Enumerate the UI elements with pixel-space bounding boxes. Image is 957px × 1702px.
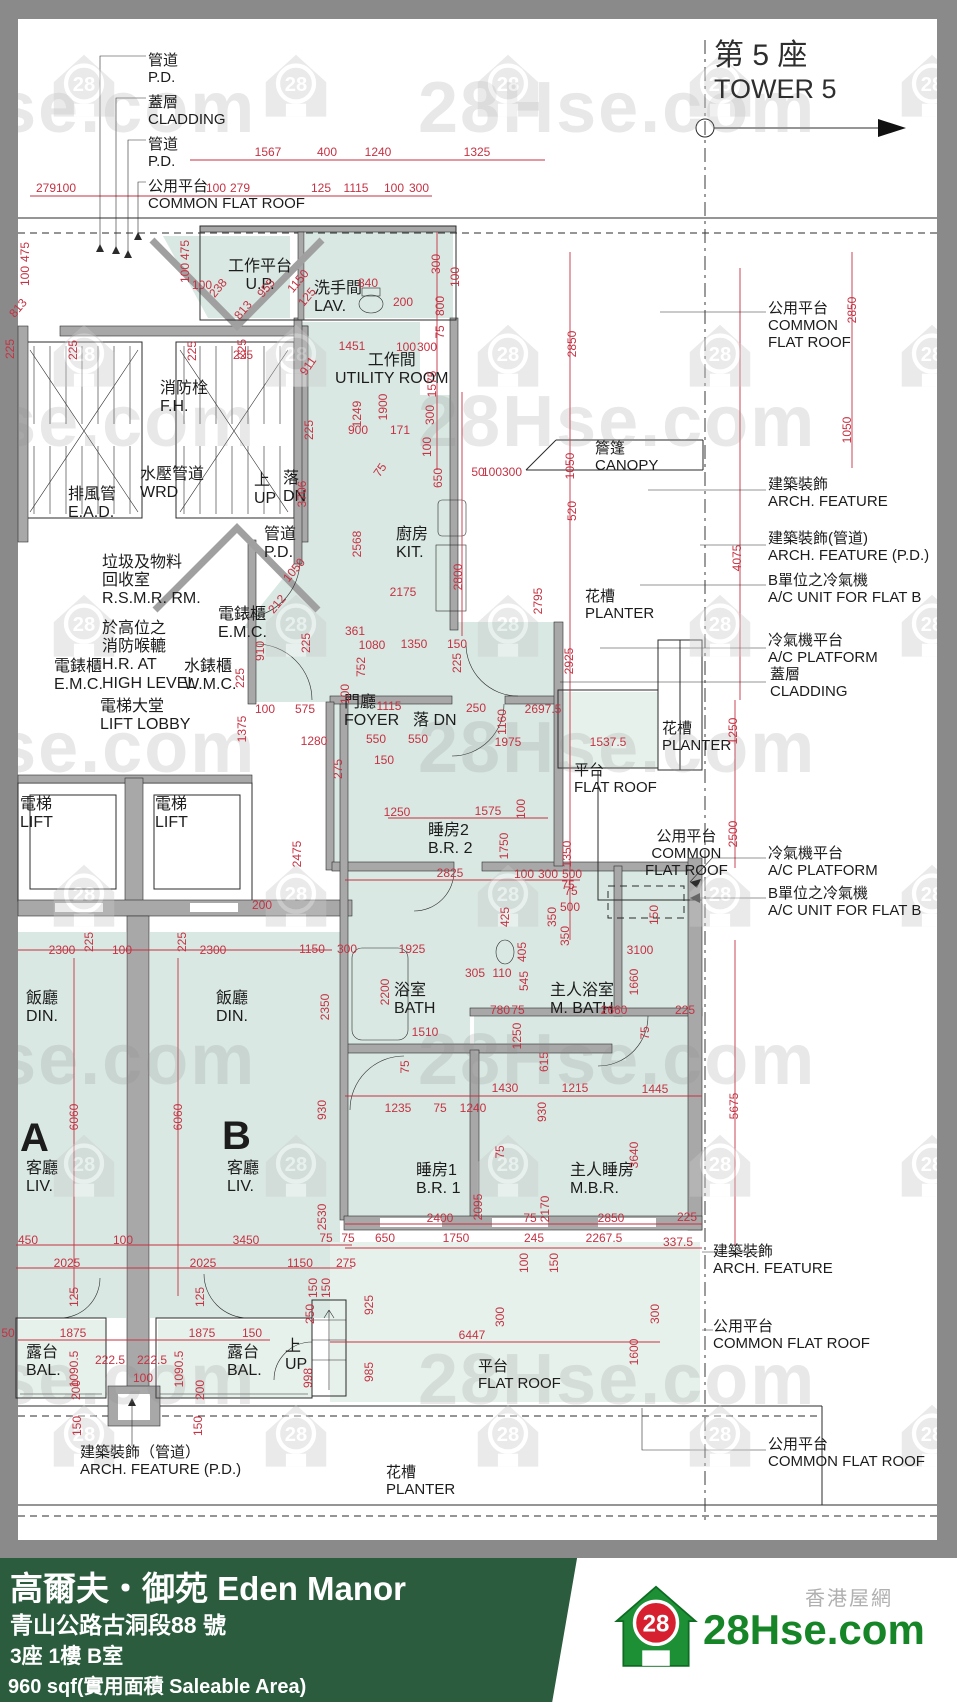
tower-label-zh: 第 5 座: [714, 39, 808, 72]
logo-badge-number: 28: [643, 1610, 670, 1637]
tower-label-en: TOWER 5: [714, 74, 837, 104]
28hse-house-icon: 28: [614, 1585, 698, 1667]
brand-name: 28Hse.com: [703, 1606, 925, 1653]
listing-info-panel: 高爾夫・御苑 Eden Manor 青山公路古洞段88 號 3座 1樓 B室 9…: [0, 1558, 578, 1702]
unit-info: 3座 1樓 B室: [10, 1645, 124, 1668]
28hse-logo[interactable]: 28 香港屋網 28Hse.com: [585, 1558, 957, 1702]
floorplan-drawing: [15, 19, 937, 1540]
estate-name: 高爾夫・御苑 Eden Manor: [10, 1570, 407, 1607]
saleable-area: 960 sqf(實用面積 Saleable Area): [8, 1676, 307, 1698]
estate-address: 青山公路古洞段88 號: [10, 1612, 226, 1638]
footer-bar: 高爾夫・御苑 Eden Manor 青山公路古洞段88 號 3座 1樓 B室 9…: [0, 1558, 957, 1702]
tower-label: 第 5 座 TOWER 5: [714, 30, 837, 105]
site-name-zh: 香港屋網: [805, 1588, 893, 1610]
